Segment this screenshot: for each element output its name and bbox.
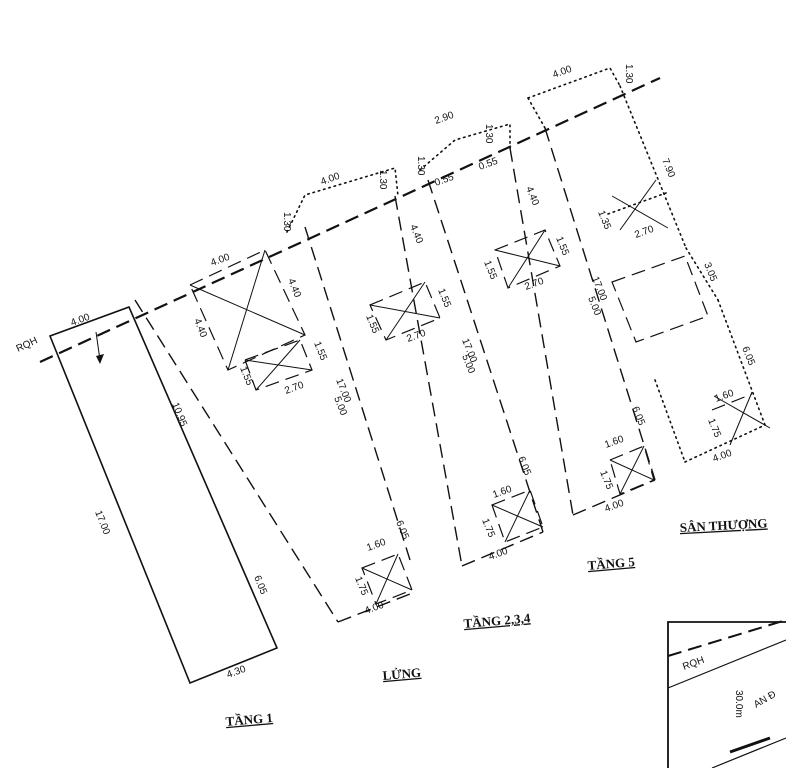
mezz-wc-h-dim: 1.75 <box>352 575 370 598</box>
rqh-label: RQH <box>15 335 40 354</box>
f5-stair <box>494 229 561 289</box>
mezz-stair-h-dim-2: 1.55 <box>311 340 329 363</box>
mezz-left-wall <box>134 299 339 623</box>
mezz-balcony-dim-2: 1.30 <box>377 170 388 190</box>
arrow-head-icon <box>96 354 104 364</box>
f5-wc-h-dim: 1.75 <box>597 469 615 492</box>
f234-wc-h-dim: 1.75 <box>479 517 497 540</box>
floor1-title: TẦNG 1 <box>225 710 273 729</box>
inset-road-line <box>667 619 786 657</box>
mezz-wc-w-dim: 1.60 <box>365 537 387 554</box>
rooftop-right-wall-a <box>619 85 687 249</box>
floor1-side-a-dim: 10.95 <box>169 401 189 429</box>
rooftop-balcony <box>527 67 621 99</box>
rooftop-stair-h-dim: 1.35 <box>595 209 613 232</box>
rooftop-front-dim: 4.00 <box>551 64 573 81</box>
floor234-plan: 2.90 1.30 1.30 0.55 0.55 4.40 1.55 1.55 … <box>363 110 544 631</box>
mezz-stair-h-dim: 1.55 <box>237 365 255 388</box>
f234-stair <box>369 281 441 341</box>
f234-back-dim: 4.00 <box>487 546 509 563</box>
f5-stair-w-dim: 2.70 <box>523 276 545 293</box>
f234-stair-h-dim-2: 1.55 <box>435 287 453 310</box>
f234-top-dim: 2.90 <box>433 110 455 127</box>
floor1-long-dim: 17.00 <box>92 509 112 537</box>
rooftop-stair-line <box>607 192 667 215</box>
f234-balcony <box>419 122 511 171</box>
rooftop-plan: 4.00 1.30 7.90 1.35 2.70 3.05 6.05 1.60 … <box>527 64 771 535</box>
road-boundary-line <box>39 76 661 364</box>
f5-wc-w-dim: 1.60 <box>603 434 625 451</box>
f234-back-wall <box>461 531 544 567</box>
site-inset: RQH 30.0m AN Đ <box>667 619 786 768</box>
inset-frame <box>667 621 786 768</box>
f234-rear-dim: 6.05 <box>515 455 533 478</box>
f234-void-dim: 4.40 <box>407 223 425 246</box>
rooftop-side-dim: 7.90 <box>659 157 677 180</box>
mezz-right-wall <box>304 226 411 561</box>
floor5-title: TẦNG 5 <box>587 554 636 573</box>
f234-wc-w-dim: 1.60 <box>491 484 513 501</box>
f234-step-a-dim: 1.30 <box>415 156 426 176</box>
rooftop-right-wall-b <box>717 299 766 426</box>
rooftop-balcony-dim: 1.30 <box>623 64 634 84</box>
f5-void-dim: 4.40 <box>523 185 541 208</box>
mezz-back-dim: 4.00 <box>363 600 385 617</box>
mezz-balcony-dim: 1.30 <box>281 212 292 232</box>
mezzanine-title: LỬNG <box>382 665 422 683</box>
inset-rqh-label: RQH <box>681 655 706 673</box>
rooftop-mid-dim: 3.05 <box>701 261 719 284</box>
f234-step-a-dim-2: 1.30 <box>483 124 494 144</box>
floor1-outline <box>48 305 279 685</box>
rooftop-room <box>611 255 709 343</box>
inset-dim: 30.0m <box>733 690 744 718</box>
f234-right-wall <box>427 179 544 533</box>
floor1-back-dim: 4.30 <box>225 664 247 681</box>
floor5-plan: 4.40 1.55 1.55 2.70 17.00 5.00 6.05 1.60… <box>481 127 656 573</box>
mezz-void-b-dim: 4.40 <box>285 277 303 300</box>
floor234-title: TẦNG 2,3,4 <box>463 610 531 631</box>
floor1-front-dim: 4.00 <box>69 312 91 329</box>
rooftop-back-dim: 4.00 <box>711 448 733 465</box>
rooftop-title: SÂN THƯỢNG <box>679 515 767 535</box>
f5-rear-dim: 6.05 <box>629 405 647 428</box>
inset-text: AN Đ <box>752 689 778 710</box>
rooftop-rear-dim: 6.05 <box>739 345 757 368</box>
mezz-rear-dim: 6.05 <box>393 519 411 542</box>
rooftop-wc-h-dim: 1.75 <box>705 417 723 440</box>
rooftop-stair-w-dim: 2.70 <box>633 224 655 241</box>
f5-stair-h-dim: 1.55 <box>481 259 499 282</box>
f234-wc <box>491 489 544 543</box>
f234-stair-h-dim: 1.55 <box>363 313 381 336</box>
f234-step-b-dim-2: 0.55 <box>477 156 499 173</box>
mezz-balcony <box>286 166 399 233</box>
mezz-stair-w-dim: 2.70 <box>283 380 305 397</box>
f5-stair-h-dim-2: 1.55 <box>553 235 571 258</box>
rooftop-back-wall <box>684 424 766 463</box>
mezz-front-dim: 4.00 <box>209 252 231 269</box>
mezz-wc <box>361 553 413 605</box>
mezz-balcony-w-dim: 4.00 <box>319 171 341 188</box>
f5-back-dim: 4.00 <box>603 498 625 515</box>
f234-step-b-dim: 0.55 <box>433 172 455 189</box>
f5-right-wall <box>544 127 656 481</box>
mezz-back-wall <box>337 593 411 623</box>
